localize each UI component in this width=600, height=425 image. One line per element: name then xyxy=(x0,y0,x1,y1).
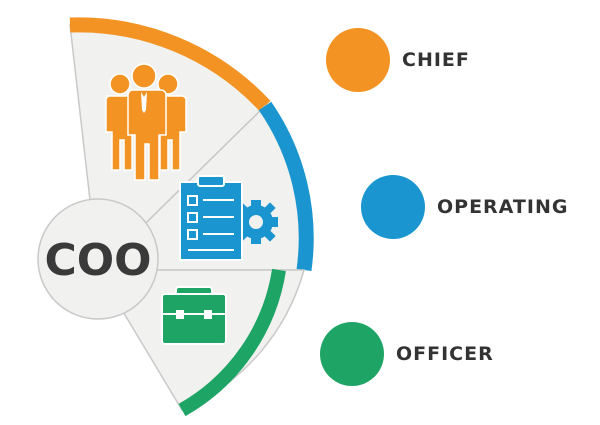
center-label: COO xyxy=(44,235,151,286)
legend-item-officer: OFFICER xyxy=(320,322,494,386)
team-people-icon xyxy=(105,63,187,181)
sector-operating-arc xyxy=(258,101,314,272)
sector-officer-arc xyxy=(178,268,286,417)
checklist-gear-icon xyxy=(179,175,278,261)
briefcase-icon xyxy=(161,286,227,345)
legend-label-operating: OPERATING xyxy=(437,196,569,218)
legend-dot-blue xyxy=(361,175,425,239)
sector-chief-arc xyxy=(69,17,271,112)
legend-item-operating: OPERATING xyxy=(361,175,568,239)
legend-label-officer: OFFICER xyxy=(396,343,494,365)
legend-item-chief: CHIEF xyxy=(326,28,470,92)
legend-label-chief: CHIEF xyxy=(402,49,470,71)
legend-dot-orange xyxy=(326,28,390,92)
segment-officer xyxy=(96,268,305,417)
center-circle: COO xyxy=(37,198,159,320)
legend-dot-green xyxy=(320,322,384,386)
